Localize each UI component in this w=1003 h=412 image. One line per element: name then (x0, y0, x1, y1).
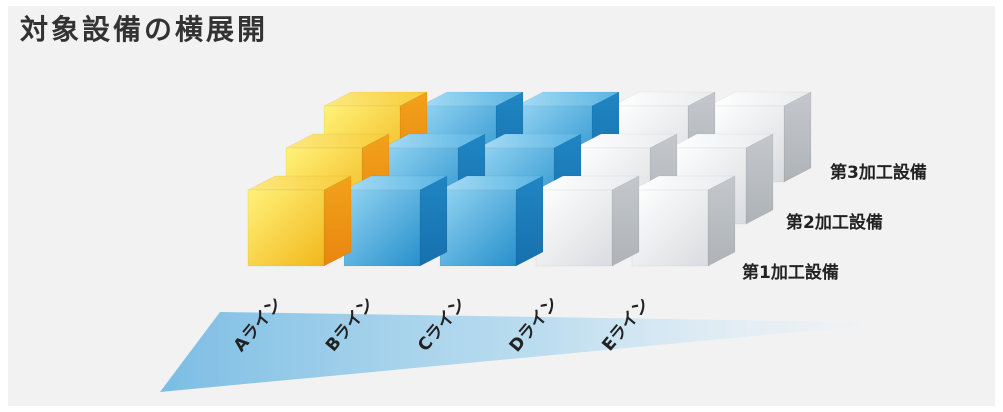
equipment-label: 第2加工設備 (786, 212, 883, 233)
cube-front-face (343, 189, 421, 267)
cube (631, 175, 736, 267)
cube-side-face (707, 175, 736, 267)
floor-perspective-band (160, 312, 860, 392)
cube-front-face (535, 189, 613, 267)
cube-side-face (745, 133, 774, 225)
cube (247, 175, 352, 267)
equipment-label: 第1加工設備 (742, 262, 839, 283)
equipment-label: 第3加工設備 (830, 162, 927, 183)
cube (343, 175, 448, 267)
cube-front-face (631, 189, 709, 267)
cube-side-face (419, 175, 448, 267)
cube (439, 175, 544, 267)
equipment-labels: 第1加工設備 第2加工設備 第3加工設備 (742, 162, 927, 283)
cube-front-face (439, 189, 517, 267)
cube (535, 175, 640, 267)
cube-side-face (515, 175, 544, 267)
cube-side-face (611, 175, 640, 267)
page-title: 対象設備の横展開 (20, 13, 269, 46)
cube-side-face (323, 175, 352, 267)
cube-front-face (247, 189, 325, 267)
cube-grid (247, 91, 812, 267)
cube-side-face (783, 91, 812, 183)
